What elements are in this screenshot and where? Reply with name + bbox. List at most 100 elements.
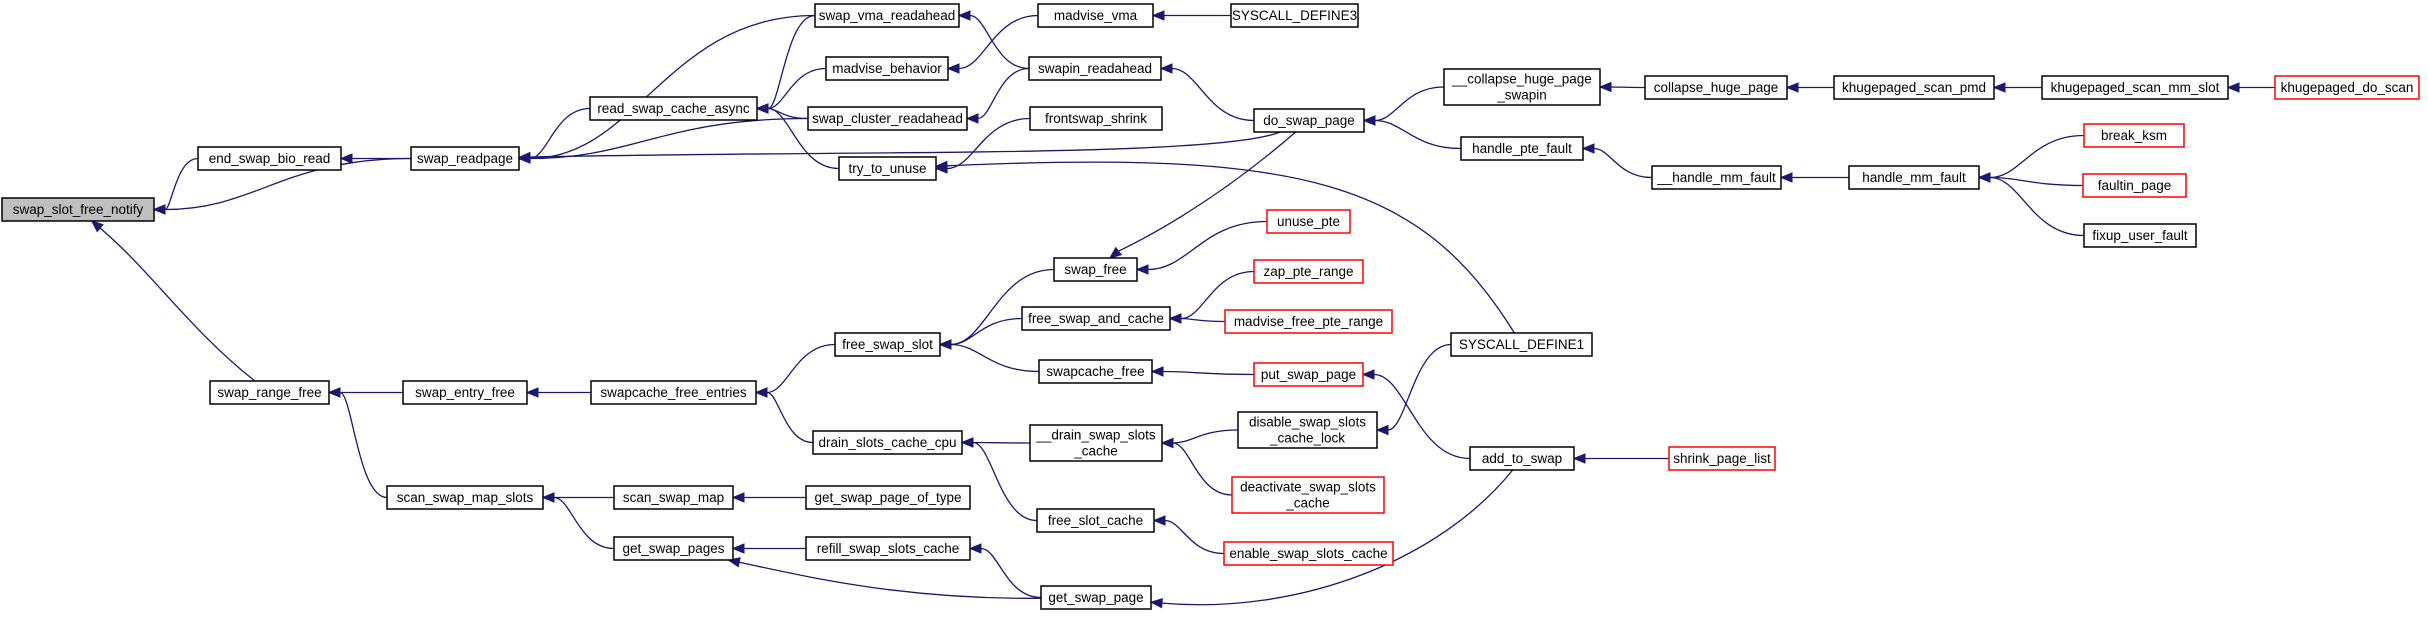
edge-line	[1172, 429, 1239, 444]
node-label: swap_cluster_readahead	[812, 111, 963, 126]
node-swap-entry-free[interactable]: swap_entry_free	[402, 380, 528, 405]
arrowhead-icon	[946, 63, 960, 74]
edge-get-swap-page-of-type-to-scan-swap-map	[731, 492, 807, 503]
node-collapse-huge-page-swapin[interactable]: __collapse_huge_page_swapin	[1443, 68, 1601, 106]
arrowhead-icon	[1159, 63, 1173, 74]
edge-try-to-unuse-to-read-swap-cache-async	[755, 103, 840, 170]
edge-faultin-page-to-handle-mm-fault	[1977, 172, 2084, 187]
edge-line	[946, 161, 1515, 334]
node-box	[1, 197, 155, 222]
edge-get-swap-pages-to-scan-swap-map-slots	[541, 492, 615, 550]
node-box	[1029, 424, 1163, 462]
node-box	[613, 485, 734, 510]
node-box	[807, 106, 968, 131]
node-khugepaged-do-scan[interactable]: khugepaged_do_scan	[2274, 75, 2420, 100]
node-frontswap-shrink[interactable]: frontswap_shrink	[1029, 106, 1163, 131]
edge-khugepaged-scan-pmd-to-collapse-huge-page	[1785, 82, 1834, 93]
arrowhead-icon	[755, 103, 769, 114]
node-get-swap-pages[interactable]: get_swap_pages	[613, 536, 734, 561]
arrowhead-icon	[934, 160, 948, 172]
node-label: SYSCALL_DEFINE1	[1459, 337, 1584, 352]
node-free-slot-cache[interactable]: free_slot_cache	[1036, 508, 1155, 533]
edge-line	[99, 227, 256, 382]
node-get-swap-page-of-type[interactable]: get_swap_page_of_type	[805, 485, 971, 510]
node-handle-mm-fault[interactable]: __handle_mm_fault	[1651, 165, 1782, 190]
node-label: refill_swap_slots_cache	[817, 541, 960, 556]
node-box	[834, 332, 941, 357]
node-box	[2083, 223, 2197, 248]
node-swap-range-free[interactable]: swap_range_free	[209, 380, 330, 405]
node-swap-vma-readahead[interactable]: swap_vma_readahead	[814, 3, 960, 28]
node-syscall-define3[interactable]: SYSCALL_DEFINE3	[1230, 3, 1359, 28]
node-refill-swap-slots-cache[interactable]: refill_swap_slots_cache	[805, 536, 971, 561]
node-handle-pte-fault[interactable]: handle_pte_fault	[1460, 136, 1584, 161]
edge-line	[529, 131, 1281, 158]
node-label: collapse_huge_page	[1654, 80, 1779, 95]
node-try-to-unuse[interactable]: try_to_unuse	[838, 156, 937, 181]
edge-add-to-swap-to-put-swap-page	[1361, 369, 1471, 460]
edge-swap-readpage-to-end-swap-bio-read	[339, 153, 411, 164]
node-faultin-page[interactable]: faultin_page	[2082, 173, 2187, 198]
node-scan-swap-map[interactable]: scan_swap_map	[613, 485, 734, 510]
node-collapse-huge-page[interactable]: collapse_huge_page	[1644, 75, 1788, 100]
edge-enable-swap-slots-cache-to-free-slot-cache	[1152, 515, 1225, 555]
edge-khugepaged-scan-mm-slot-to-khugepaged-scan-pmd	[1992, 82, 2042, 93]
node-swapcache-free[interactable]: swapcache_free	[1038, 359, 1153, 384]
edge-deactivate-swap-slots-cache-to-drain-swap-slots-cache	[1160, 437, 1233, 496]
node-get-swap-page[interactable]: get_swap_page	[1040, 585, 1152, 610]
node-box	[1021, 306, 1171, 331]
edge-line	[1164, 519, 1225, 555]
node-box	[1230, 3, 1359, 28]
node-swap-slot-free-notify[interactable]: swap_slot_free_notify	[1, 197, 155, 222]
node-break-ksm[interactable]: break_ksm	[2083, 123, 2185, 148]
node-khugepaged-scan-pmd[interactable]: khugepaged_scan_pmd	[1833, 75, 1995, 100]
node-label: swap_entry_free	[415, 385, 515, 400]
node-deactivate-swap-slots-cache[interactable]: deactivate_swap_slots_cache	[1231, 476, 1385, 514]
node-drain-swap-slots-cache[interactable]: __drain_swap_slots_cache	[1029, 424, 1163, 462]
node-swap-cluster-readahead[interactable]: swap_cluster_readahead	[807, 106, 968, 131]
arrowhead-icon	[731, 543, 745, 554]
node-madvise-vma[interactable]: madvise_vma	[1037, 3, 1154, 28]
node-label: SYSCALL_DEFINE3	[1232, 8, 1357, 23]
node-handle-mm-fault[interactable]: handle_mm_fault	[1848, 165, 1980, 190]
arrowhead-icon	[754, 387, 768, 398]
node-madvise-free-pte-range[interactable]: madvise_free_pte_range	[1224, 309, 1393, 334]
node-shrink-page-list[interactable]: shrink_page_list	[1668, 446, 1776, 471]
node-enable-swap-slots-cache[interactable]: enable_swap_slots_cache	[1223, 541, 1394, 566]
node-free-swap-and-cache[interactable]: free_swap_and_cache	[1021, 306, 1171, 331]
node-swap-readpage[interactable]: swap_readpage	[410, 146, 520, 171]
node-box	[1038, 359, 1153, 384]
edge-unuse-pte-to-swap-free	[1135, 220, 1268, 275]
arrowhead-icon	[1992, 82, 2006, 93]
node-syscall-define1[interactable]: SYSCALL_DEFINE1	[1450, 332, 1593, 357]
node-khugepaged-scan-mm-slot[interactable]: khugepaged_scan_mm_slot	[2041, 75, 2229, 100]
edge-collapse-huge-page-to-collapse-huge-page-swapin	[1598, 81, 1646, 93]
node-unuse-pte[interactable]: unuse_pte	[1266, 209, 1351, 234]
node-add-to-swap[interactable]: add_to_swap	[1469, 446, 1575, 471]
edge-swap-vma-readahead-to-read-swap-cache-async	[755, 14, 816, 114]
node-zap-pte-range[interactable]: zap_pte_range	[1253, 259, 1364, 284]
node-swap-free[interactable]: swap_free	[1053, 257, 1138, 282]
node-read-swap-cache-async[interactable]: read_swap_cache_async	[589, 96, 758, 121]
node-fixup-user-fault[interactable]: fixup_user_fault	[2083, 223, 2197, 248]
node-box	[1053, 257, 1138, 282]
node-free-swap-slot[interactable]: free_swap_slot	[834, 332, 941, 357]
edge-line	[972, 441, 1031, 444]
node-put-swap-page[interactable]: put_swap_page	[1253, 362, 1364, 387]
node-do-swap-page[interactable]: do_swap_page	[1253, 108, 1365, 133]
node-label: try_to_unuse	[848, 161, 926, 176]
node-label: faultin_page	[2098, 178, 2172, 193]
node-scan-swap-map-slots[interactable]: scan_swap_map_slots	[386, 485, 544, 510]
edge-swap-readpage-to-swap-slot-free-notify	[152, 157, 412, 215]
edge-handle-mm-fault-to-handle-mm-fault	[1779, 172, 1849, 183]
node-drain-slots-cache-cpu[interactable]: drain_slots_cache_cpu	[812, 430, 963, 455]
arrowhead-icon	[1785, 82, 1799, 93]
node-swapcache-free-entries[interactable]: swapcache_free_entries	[590, 380, 757, 405]
node-label: _cache	[1285, 496, 1330, 511]
arrowhead-icon	[1581, 143, 1595, 154]
node-madvise-behavior[interactable]: madvise_behavior	[825, 56, 949, 81]
node-disable-swap-slots-cache-lock[interactable]: disable_swap_slots_cache_lock	[1237, 411, 1378, 449]
edge-line	[1373, 373, 1471, 460]
node-end-swap-bio-read[interactable]: end_swap_bio_read	[197, 146, 342, 171]
node-swapin-readahead[interactable]: swapin_readahead	[1028, 56, 1162, 81]
